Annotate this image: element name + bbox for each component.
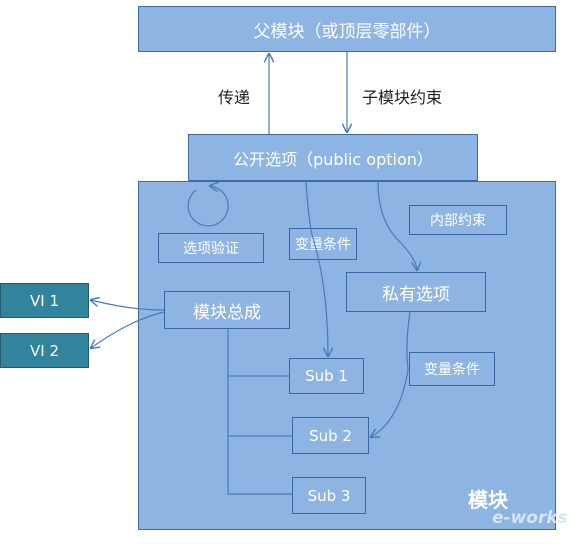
internal-constraint-label: 内部约束	[430, 213, 486, 229]
private-option-box: 私有选项	[346, 272, 486, 312]
vi1-label: VI 1	[30, 291, 59, 310]
module-label: 模块	[468, 488, 508, 512]
public-option-box: 公开选项（public option）	[188, 134, 478, 181]
private-option-label: 私有选项	[382, 284, 450, 305]
vi1-box: VI 1	[0, 283, 89, 318]
vi2-label: VI 2	[30, 341, 59, 360]
option-validation-label: 选项验证	[183, 241, 239, 257]
flow-to-sub2	[371, 311, 411, 437]
module-assembly-box: 模块总成	[164, 291, 290, 329]
flow-to-sub1	[305, 180, 328, 356]
sub1-label: Sub 1	[305, 367, 348, 385]
vi2-box: VI 2	[0, 333, 89, 368]
sub3-box: Sub 3	[292, 477, 366, 514]
variable-condition-label-2: 变量条件	[424, 362, 480, 378]
option-validation-box: 选项验证	[158, 233, 264, 263]
internal-constraint-box: 内部约束	[409, 205, 507, 235]
variable-condition-label-1: 变量条件	[295, 237, 351, 253]
cycle-arrow	[187, 186, 229, 227]
public-option-label: 公开选项（public option）	[233, 149, 433, 169]
submodule-constraint-label: 子模块约束	[362, 88, 443, 107]
module-assembly-label: 模块总成	[193, 302, 261, 323]
eworks-watermark: e-works	[492, 508, 568, 528]
sub1-box: Sub 1	[289, 358, 364, 394]
sub3-label: Sub 3	[307, 486, 351, 505]
variable-condition-box-2: 变量条件	[409, 352, 495, 386]
flow-to-private	[377, 180, 417, 270]
sub2-label: Sub 2	[309, 426, 352, 445]
flow-to-vi2	[91, 311, 165, 348]
sub2-box: Sub 2	[292, 417, 369, 454]
flow-to-vi1	[91, 300, 165, 311]
parent-module-box: 父模块（或顶层零部件）	[138, 6, 556, 52]
pass-label: 传递	[218, 88, 251, 107]
parent-module-label: 父模块（或顶层零部件）	[253, 21, 441, 42]
variable-condition-box-1: 变量条件	[289, 228, 357, 260]
